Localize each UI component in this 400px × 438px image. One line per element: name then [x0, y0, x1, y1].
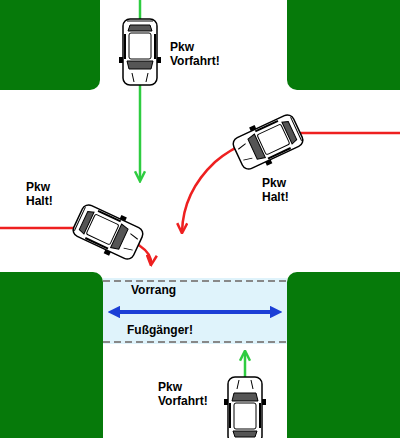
car-icon — [69, 199, 147, 265]
grass-corner — [0, 0, 100, 90]
car-label: Pkw Halt! — [262, 176, 289, 204]
grass-corner — [0, 272, 103, 438]
car-label: Pkw Halt! — [26, 180, 53, 208]
crosswalk-line — [103, 341, 287, 343]
grass-corner — [287, 0, 400, 90]
double-arrow — [114, 310, 276, 314]
crosswalk-text: Fußgänger! — [127, 323, 193, 337]
car-icon — [224, 377, 266, 438]
crosswalk-line — [103, 280, 287, 282]
car-label: Pkw Vorfahrt! — [170, 40, 220, 68]
grass-corner — [287, 272, 400, 438]
crosswalk-text: Vorrang — [131, 283, 176, 297]
car-label: Pkw Vorfahrt! — [158, 380, 208, 408]
car-icon — [229, 109, 307, 175]
car-icon — [119, 19, 161, 85]
